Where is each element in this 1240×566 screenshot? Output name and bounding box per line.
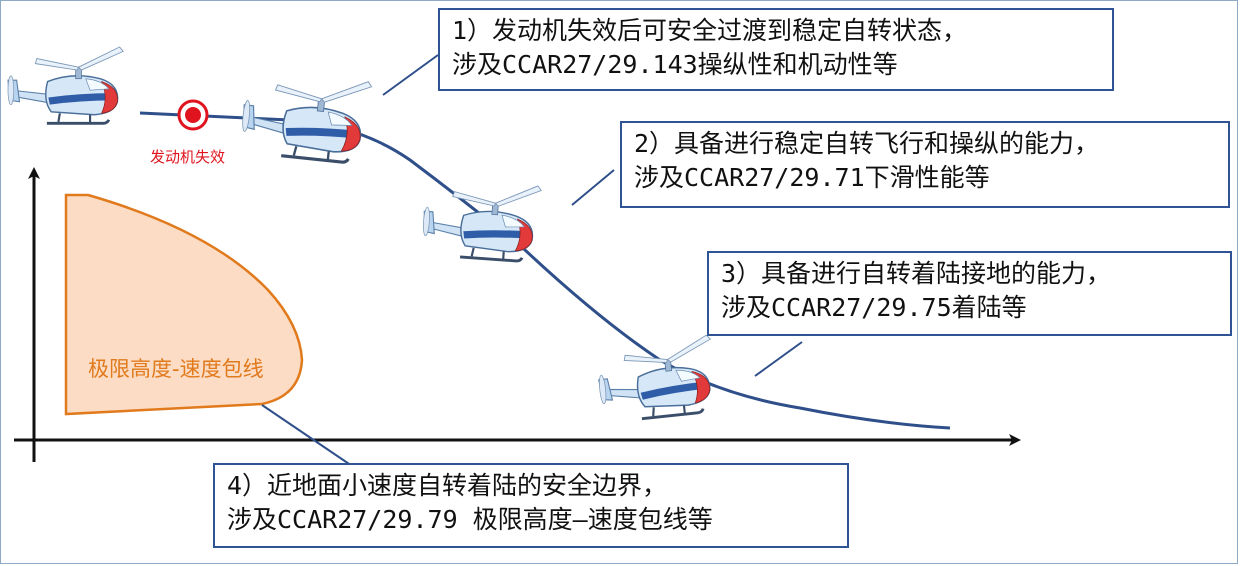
height-velocity-envelope	[64, 193, 304, 416]
helicopter-icon	[419, 176, 543, 264]
callout-box-2: 2）具备进行稳定自转飞行和操纵的能力， 涉及CCAR27/29.71下滑性能等	[620, 121, 1230, 208]
leader-line-2	[571, 169, 615, 206]
callout-4-line-2: 涉及CCAR27/29.79 极限高度—速度包线等	[227, 505, 713, 534]
helicopter-icon	[237, 67, 374, 166]
leader-line-1	[382, 54, 439, 96]
autorotation-flight-path	[139, 111, 951, 430]
engine-failure-marker	[177, 99, 209, 131]
callout-box-4: 4）近地面小速度自转着陆的安全边界， 涉及CCAR27/29.79 极限高度—速…	[213, 463, 849, 548]
callout-1-line-2: 涉及CCAR27/29.143操纵性和机动性等	[452, 50, 898, 79]
engine-failure-label: 发动机失效	[150, 148, 226, 166]
callout-1-line-1: 1）发动机失效后可安全过渡到稳定自转状态，	[452, 16, 968, 45]
callout-2-line-2: 涉及CCAR27/29.71下滑性能等	[634, 163, 990, 192]
helicopter-icon	[593, 333, 720, 425]
envelope-label: 极限高度-速度包线	[88, 357, 264, 381]
leader-line-3	[754, 341, 803, 377]
callout-3-line-1: 3）具备进行自转着陆接地的能力，	[721, 259, 1112, 288]
leader-line-4	[261, 404, 359, 471]
callout-4-line-1: 4）近地面小速度自转着陆的安全边界，	[227, 471, 668, 500]
callout-box-1: 1）发动机失效后可安全过渡到稳定自转状态， 涉及CCAR27/29.143操纵性…	[438, 8, 1114, 91]
callout-box-3: 3）具备进行自转着陆接地的能力， 涉及CCAR27/29.75着陆等	[707, 251, 1232, 336]
callout-3-line-2: 涉及CCAR27/29.75着陆等	[721, 293, 1027, 322]
helicopter-icon	[6, 45, 125, 125]
callout-2-line-1: 2）具备进行稳定自转飞行和操纵的能力，	[634, 129, 1100, 158]
